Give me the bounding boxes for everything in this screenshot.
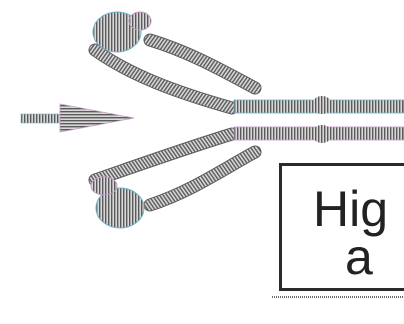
lower-fab-arm [88, 127, 262, 229]
bottom-rule [272, 296, 404, 298]
label-box: Hig a [279, 163, 404, 291]
fc-stem [233, 96, 404, 143]
upper-fab-arm [88, 11, 262, 115]
label-line-2: a [345, 229, 373, 285]
label-line-1: Hig [313, 181, 389, 237]
arrow-right-icon [20, 103, 135, 133]
